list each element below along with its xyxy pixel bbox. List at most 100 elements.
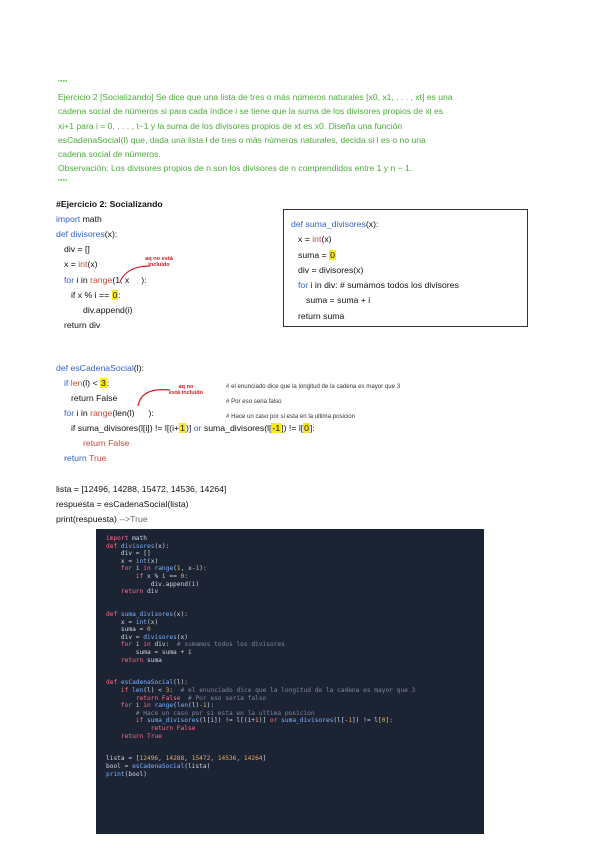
loop-var: i in — [74, 408, 91, 418]
screenshot-code-line: for i in div: # sumamos todos los diviso… — [120, 641, 285, 649]
screenshot-code-line: return True — [120, 732, 162, 740]
screenshot-code-line: return suma — [120, 656, 162, 664]
screenshot-code-line: div.append(i) — [106, 580, 200, 588]
args: (x): — [365, 219, 379, 229]
print-call: print(respuesta) — [56, 514, 117, 524]
lista-line: lista = [12496, 14288, 15472, 14536, 142… — [56, 484, 227, 494]
highlighted-value: 1 — [179, 423, 186, 433]
screenshot-code-line: if suma_divisores(l[i]) != l[(i+1)] or s… — [135, 717, 393, 725]
print-result: -->True — [116, 514, 148, 524]
condition: suma_divisores(l[ — [201, 423, 272, 433]
screenshot-code-line: def esCadenaSocial(l): — [106, 679, 188, 687]
def-es-line: def esCadenaSocial(l): — [56, 361, 144, 376]
suma-divisores-box: def suma_divisores(x): x = int(x) suma =… — [283, 209, 528, 327]
print-line: print(respuesta) -->True — [56, 512, 148, 527]
return-suma-line: return suma — [298, 311, 345, 321]
docstring-line: esCadenaSocial(l) que, dada una lista l … — [58, 134, 426, 145]
screenshot-code-line: for i in range(len(l)-1): — [120, 702, 215, 710]
x-int-line: x = int(x) — [64, 257, 98, 272]
screenshot-code-line: div = divisores(x) — [106, 633, 188, 641]
screenshot-code-line: return False # Por eso seria falso — [135, 694, 267, 702]
annotation-arrow — [119, 265, 151, 283]
highlighted-value: -1 — [271, 423, 282, 433]
annotation-arrow — [137, 389, 171, 407]
import-line: import math — [56, 212, 102, 227]
docstring-line: Ejercicio 2 [Socializando] Se dice que u… — [58, 92, 453, 103]
function-name: divisores — [70, 229, 105, 239]
function-name: suma_divisores — [305, 219, 366, 229]
condition: )] — [185, 423, 194, 433]
literal: False — [108, 438, 130, 448]
condition: ]: — [310, 423, 315, 433]
screenshot-code-line: x = int(x) — [106, 618, 159, 626]
condition: if suma_divisores(l[i]) != l[(i+ — [71, 423, 180, 433]
code-block: #Ejercicio 2: Socializando import math d… — [56, 199, 401, 524]
screenshot-code-line: for i in range(1, x-1): — [120, 565, 207, 573]
div-init-line: div = [] — [64, 244, 90, 254]
return-false-inner-line: return False — [83, 436, 129, 451]
screenshot-code-line: if x % i == 0: — [135, 573, 188, 580]
highlighted-value: 0 — [303, 423, 311, 433]
docstring-line: cadena social de números. — [58, 149, 161, 160]
builtin: range — [90, 408, 113, 418]
loop-rest: i in div: # sumamos todos los divisores — [308, 280, 459, 290]
comment: # Hace un caso por si esta en la ultima … — [226, 413, 356, 420]
builtin: range — [90, 275, 113, 285]
keyword: for — [64, 408, 75, 418]
comment: # el enunciado dice que la longitud de l… — [226, 383, 401, 390]
highlighted-value: 3 — [99, 378, 107, 388]
args-end: ): — [141, 275, 147, 285]
keyword: import — [56, 214, 81, 224]
screenshot-code-line: bool = esCadenaSocial(lista) — [106, 763, 211, 770]
screenshot-code-line: print(bool) — [106, 770, 147, 778]
builtin: int — [312, 234, 322, 244]
suma-init-line: suma = 0 — [298, 248, 336, 263]
condition: if x % i == — [71, 290, 112, 300]
screenshot-code-line: div = [] — [106, 550, 151, 558]
screenshot-code-line: return False — [150, 725, 196, 732]
assign: x = — [298, 234, 313, 244]
docstring-line: xi+1 para i = 0, . . . , t−1 y la suma d… — [58, 120, 403, 131]
screenshot-code-line: # Hace un caso por si esta en la ultima … — [135, 709, 315, 717]
args-end: ): — [148, 408, 154, 418]
docstring: """ Ejercicio 2 [Socializando] Se dice q… — [58, 76, 538, 190]
if-mod-line: if x % i == 0: — [71, 288, 121, 303]
note-text: aq no está — [145, 256, 173, 262]
keyword: def — [291, 219, 304, 229]
def-suma-line: def suma_divisores(x): — [291, 217, 378, 232]
condition: ]) != l[ — [281, 423, 304, 433]
keyword: return — [83, 438, 106, 448]
note-text: incluido — [148, 262, 170, 268]
args: (len(l) — [112, 408, 135, 418]
for-range-len-line: for i in range(len(l)): — [64, 406, 154, 421]
keyword: def — [56, 363, 69, 373]
screenshot-code-line: suma = 0 — [106, 626, 151, 634]
screenshot-code-line: def suma_divisores(x): — [106, 611, 188, 618]
docstring-open: """ — [58, 78, 68, 88]
highlighted-value: 0 — [329, 250, 336, 260]
screenshot-code-line: suma = suma + i — [106, 649, 192, 656]
annotation-note: aq no está incluido — [160, 384, 212, 396]
keyword: for — [298, 280, 309, 290]
return-false-line: return False — [71, 393, 118, 403]
note-text: está incluido — [168, 390, 204, 396]
args: (x): — [104, 229, 118, 239]
builtin: len — [70, 378, 83, 388]
keyword: if — [64, 378, 69, 388]
module-name: math — [82, 214, 102, 224]
screenshot-code-line: def divisores(x): — [106, 542, 170, 550]
condition: (l) < — [82, 378, 100, 388]
x-int-line: x = int(x) — [298, 232, 332, 247]
screenshot-code-line: x = int(x) — [106, 557, 159, 565]
note-text: aq no — [178, 384, 194, 390]
assign: x = — [64, 259, 79, 269]
comment: # Por eso seria falso — [226, 398, 282, 405]
loop-var: i in — [74, 275, 91, 285]
docstring-line: cadena social de números si para cada ín… — [58, 106, 444, 117]
function-name: esCadenaSocial — [70, 363, 134, 373]
annotation-note: aq no está incluido — [138, 256, 180, 268]
colon: : — [106, 378, 110, 388]
screenshot-code-line: import math — [106, 535, 147, 542]
if-suma-line: if suma_divisores(l[i]) != l[(i+1)] or s… — [71, 421, 315, 436]
